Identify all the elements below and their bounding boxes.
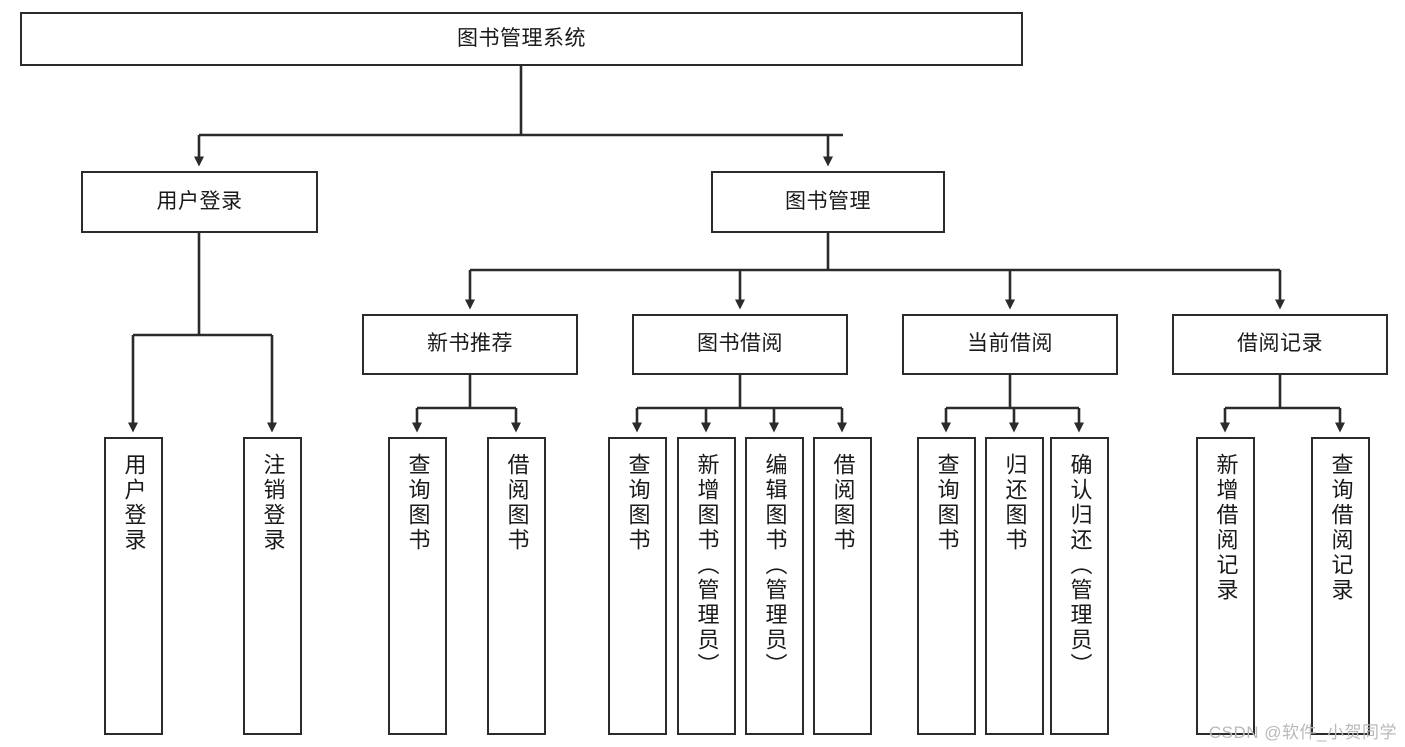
leaf-add-book-label: 新增图书（管理员）	[694, 453, 720, 678]
leaf-borrow-book-label: 借阅图书	[830, 453, 856, 553]
leaf-query-book-borrow[interactable]: 查询图书	[608, 437, 667, 735]
node-new-book-rec-label: 新书推荐	[427, 332, 513, 356]
node-user-login-label: 用户登录	[156, 189, 243, 213]
node-book-borrow-label: 图书借阅	[697, 332, 783, 356]
leaf-add-record-label: 新增借阅记录	[1213, 453, 1239, 603]
leaf-query-book-rec[interactable]: 查询图书	[388, 437, 447, 735]
node-current-borrow[interactable]: 当前借阅	[902, 314, 1118, 375]
node-root[interactable]: 图书管理系统	[20, 12, 1023, 66]
leaf-add-book[interactable]: 新增图书（管理员）	[677, 437, 736, 735]
node-root-label: 图书管理系统	[457, 26, 586, 50]
node-book-manage-label: 图书管理	[785, 189, 871, 213]
leaf-borrow-book-rec-label: 借阅图书	[504, 453, 530, 553]
node-borrow-record[interactable]: 借阅记录	[1172, 314, 1388, 375]
node-book-borrow[interactable]: 图书借阅	[632, 314, 848, 375]
leaf-return-book[interactable]: 归还图书	[985, 437, 1044, 735]
leaf-query-record-label: 查询借阅记录	[1328, 453, 1354, 603]
leaf-user-login[interactable]: 用户登录	[104, 437, 163, 735]
leaf-return-book-label: 归还图书	[1002, 453, 1028, 553]
node-book-manage[interactable]: 图书管理	[711, 171, 945, 233]
leaf-edit-book-label: 编辑图书（管理员）	[762, 453, 788, 678]
leaf-query-record[interactable]: 查询借阅记录	[1311, 437, 1370, 735]
leaf-edit-book[interactable]: 编辑图书（管理员）	[745, 437, 804, 735]
leaf-confirm-return[interactable]: 确认归还（管理员）	[1050, 437, 1109, 735]
leaf-borrow-book[interactable]: 借阅图书	[813, 437, 872, 735]
node-current-borrow-label: 当前借阅	[967, 332, 1053, 356]
leaf-query-book-rec-label: 查询图书	[405, 453, 431, 553]
leaf-user-login-label: 用户登录	[121, 453, 147, 553]
leaf-borrow-book-rec[interactable]: 借阅图书	[487, 437, 546, 735]
node-borrow-record-label: 借阅记录	[1237, 332, 1323, 356]
leaf-add-record[interactable]: 新增借阅记录	[1196, 437, 1255, 735]
leaf-query-book-borrow-label: 查询图书	[625, 453, 651, 553]
leaf-logout-label: 注销登录	[260, 453, 286, 553]
csdn-watermark: CSDN @软件_小贺同学	[1208, 723, 1397, 742]
node-user-login[interactable]: 用户登录	[81, 171, 318, 233]
leaf-confirm-return-label: 确认归还（管理员）	[1067, 453, 1093, 678]
leaf-query-book-cur-label: 查询图书	[934, 453, 960, 553]
leaf-logout[interactable]: 注销登录	[243, 437, 302, 735]
leaf-query-book-cur[interactable]: 查询图书	[917, 437, 976, 735]
node-new-book-rec[interactable]: 新书推荐	[362, 314, 578, 375]
